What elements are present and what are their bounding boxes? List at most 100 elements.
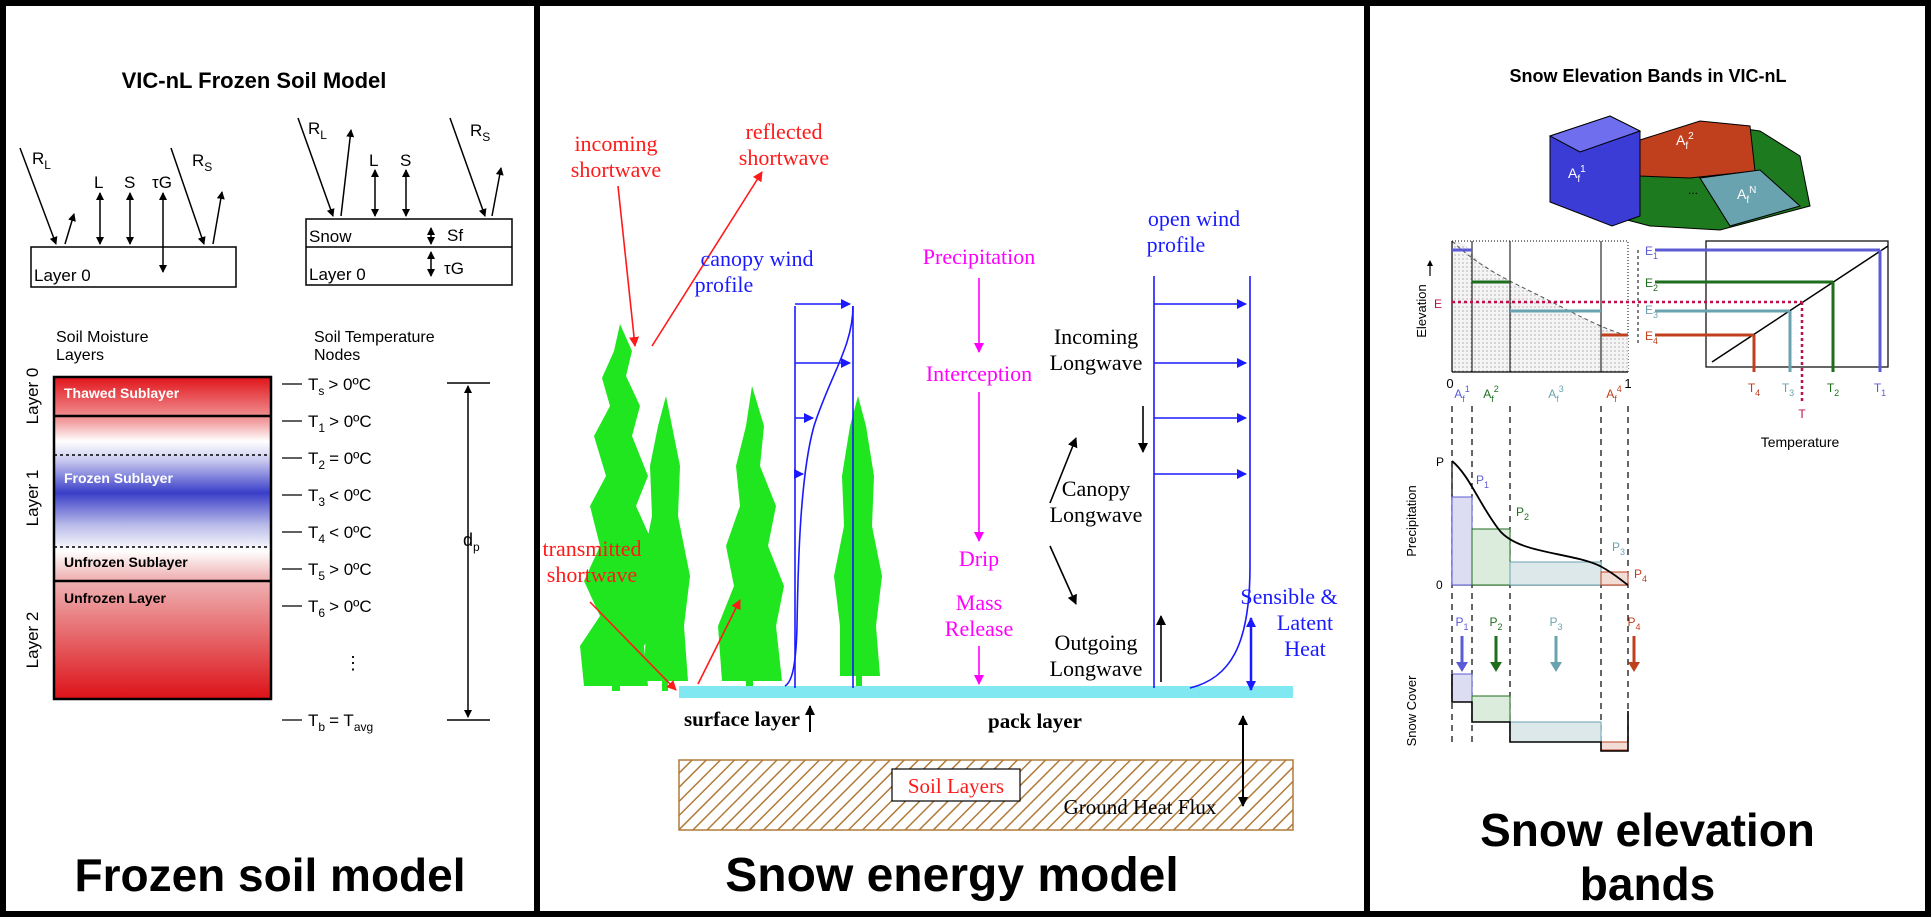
e4-label: E4 [1645,329,1658,346]
rl-reflect-arrow-b [340,129,355,217]
bands-caption-line1: Snow elevation [1480,804,1815,856]
temperature-nodes: Ts> 0ºC T1> 0ºC T2= 0ºC T3< 0ºC T4< 0ºC … [282,375,373,734]
layer2-side-label: Layer 2 [23,612,42,669]
canopy-longwave-up-arrow [1049,437,1078,504]
reflected-shortwave-arrow [651,171,763,347]
node-ellipsis: ⋮ [344,653,362,673]
rs-arrow-a [170,147,206,245]
node-tb: Tb= Tavg [308,711,373,734]
p3-drop-label: P3 [1549,615,1562,632]
rl-arrow-a [19,147,58,245]
s-label-a: S [124,173,135,192]
node-t4: T4< 0ºC [308,523,372,546]
snow-cover-buckets [1451,673,1629,752]
t4-label: T4 [1748,381,1760,398]
precip-axis-label: Precipitation [1404,485,1419,557]
snow-drop-arrows [1456,636,1640,672]
surface-layer-label: surface layer [684,707,800,731]
rl-arrow-b [297,117,335,217]
tree-1 [640,396,690,691]
node-t6: T6> 0ºC [308,597,372,620]
lapse-rate-line [1711,245,1889,363]
elevation-bands-panel: Snow Elevation Bands in VIC-nL Af1 Af2 A… [1364,0,1931,917]
e-label: E [1434,297,1442,311]
tg-label-b: τG [444,259,464,278]
rs-label-a: RS [192,151,212,174]
l-label-b: L [369,151,378,170]
open-wind-profile [1189,276,1251,689]
node-ts: Ts> 0ºC [308,375,371,398]
block-label-a2: Af2 [1676,131,1694,152]
bands-caption: Snow elevation bands [1370,803,1925,911]
tree-2 [718,386,784,691]
precip-curve [1451,460,1629,586]
layer0-box-a [30,246,237,288]
p4-drop-label: P4 [1627,615,1640,632]
e1-label: E1 [1645,244,1658,261]
l-label-a: L [94,173,103,192]
tree-3 [834,396,882,691]
precipitation-label: Precipitation [923,244,1035,269]
frozen-caption: Frozen soil model [74,849,466,901]
surface-reflect-arrow [697,599,741,685]
snow-label: Snow [309,227,352,246]
thawed-sublayer-label: Thawed Sublayer [64,385,180,401]
pack-layer-label: pack layer [988,709,1082,733]
block-label-an: AfN [1737,185,1756,206]
elevation-axis-label: Elevation [1414,284,1429,337]
drip-label: Drip [959,546,999,571]
elevation-bands-diagram: Snow Elevation Bands in VIC-nL Af1 Af2 A… [1404,66,1889,752]
bands-caption-line2: bands [1579,858,1716,910]
layer0-label-a: Layer 0 [34,266,91,285]
p2-label: P2 [1516,505,1529,522]
p-zero-label: 0 [1436,578,1443,592]
frozen-title: VIC-nL Frozen Soil Model [122,68,387,93]
sf-label: Sf [447,226,463,245]
snow-cover-axis-label: Snow Cover [1404,675,1419,746]
incoming-shortwave-arrow [617,185,640,347]
tg-label-a: τG [152,173,172,192]
frozen-soil-diagram: VIC-nL Frozen Soil Model Layer 0 RL L S … [19,68,513,734]
t3-label: T3 [1782,381,1794,398]
ground-heat-flux-label: Ground Heat Flux [1064,795,1217,819]
x-tick-0: 0 [1446,376,1453,391]
rs-reflect-arrow-b [491,167,504,217]
soil-layers-box [891,768,1021,802]
p-label: P [1436,455,1444,469]
p4-label: P4 [1634,567,1647,584]
node-t3: T3< 0ºC [308,486,372,509]
snow-layer-box [305,218,513,286]
t2-label: T2 [1827,381,1839,398]
af2-label: Af2 [1483,384,1499,404]
dp-label: dp [463,530,480,554]
unfrozen-sublayer-label: Unfrozen Sublayer [64,554,188,570]
elevation-block: Af1 Af2 AfN ... [1548,115,1811,231]
t1-label: T1 [1874,381,1886,398]
e2-label: E2 [1645,276,1658,293]
temperature-axis-label: Temperature [1761,434,1840,450]
rl-label-a: RL [32,149,51,172]
unfrozen-layer-label: Unfrozen Layer [64,590,166,606]
p3-label: P3 [1612,540,1625,557]
canopy-longwave-down-arrow [1049,545,1077,605]
soil-layers-label: Soil Layers [908,774,1004,798]
block-label-ellipsis: ... [1688,183,1698,197]
rl-reflect-arrow-a [64,213,76,245]
af3-label: Af3 [1548,384,1564,404]
s-label-b: S [400,151,411,170]
frozen-soil-panel: VIC-nL Frozen Soil Model Layer 0 RL L S … [0,0,540,917]
p1-label: P1 [1476,473,1489,490]
af1-label: Af1 [1454,384,1470,404]
